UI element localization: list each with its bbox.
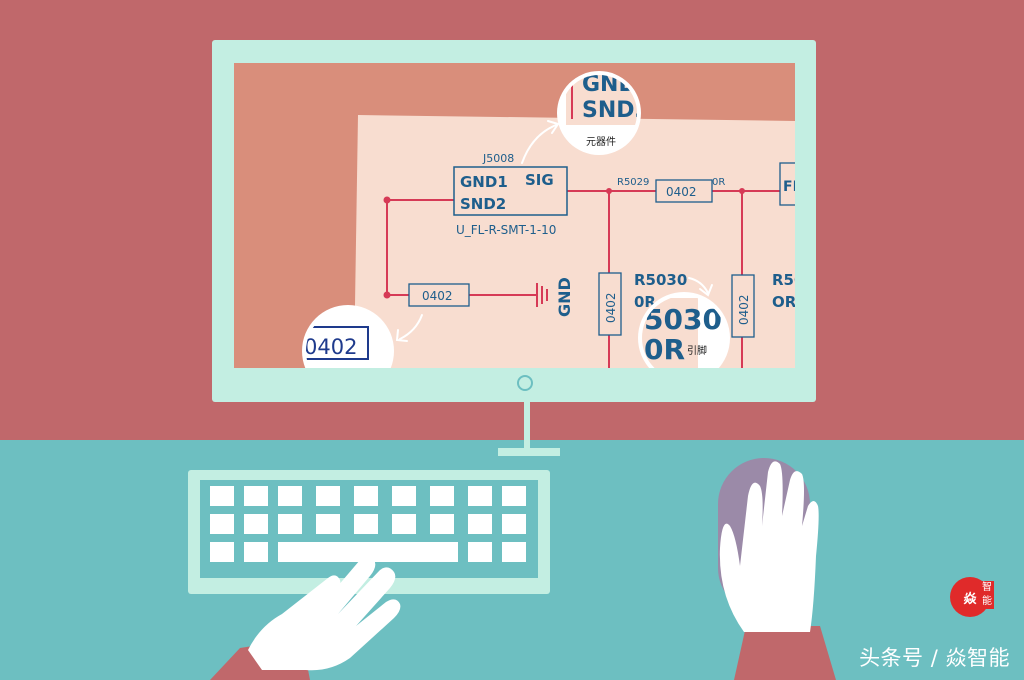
callout-component-line2: SND2	[582, 98, 650, 123]
monitor-screen: J5008 GND1 SIG SND2 U_FL-R-SMT-1-10 R502…	[234, 63, 795, 368]
keyboard-key[interactable]	[244, 542, 268, 562]
resistor-r5029-value: 0402	[666, 185, 697, 199]
r50x-value: OR	[772, 293, 795, 311]
keyboard-key[interactable]	[354, 486, 378, 506]
gnd-label: GND	[555, 277, 574, 317]
wires	[386, 190, 782, 368]
keyboard-key[interactable]	[430, 514, 454, 534]
logo-side: 智能	[980, 581, 994, 609]
keyboard-key[interactable]	[468, 514, 492, 534]
connector-ref: J5008	[482, 152, 514, 165]
left-hand-icon	[210, 556, 401, 680]
resistor-horizontal-value: 0402	[422, 289, 453, 303]
right-edge-box	[779, 162, 795, 206]
brand-logo: 焱 智能	[950, 577, 994, 617]
keyboard	[188, 470, 550, 594]
monitor-neck	[524, 402, 530, 450]
right-edge-label: FI	[783, 179, 795, 195]
callout-pin-caption: 引脚	[687, 344, 707, 357]
connector-box	[453, 166, 568, 216]
right-hand-icon	[719, 461, 836, 680]
keyboard-key[interactable]	[210, 514, 234, 534]
keyboard-key[interactable]	[278, 486, 302, 506]
pin-sig: SIG	[525, 171, 554, 189]
connector-part: U_FL-R-SMT-1-10	[456, 223, 556, 237]
resistor-r5029	[655, 179, 713, 203]
keyboard-keys[interactable]	[210, 486, 526, 562]
keyboard-key[interactable]	[468, 486, 492, 506]
junction-dot	[383, 196, 391, 204]
keyboard-svg	[188, 470, 550, 594]
resistor-vertical-2	[731, 274, 755, 338]
keyboard-key[interactable]	[502, 486, 526, 506]
junction-dot	[606, 188, 612, 194]
keyboard-key[interactable]	[502, 542, 526, 562]
resistor-r5029-ohms: 0R	[712, 177, 725, 188]
resistor-r5029-ref: R5029	[617, 177, 649, 188]
keyboard-key[interactable]	[354, 514, 378, 534]
keyboard-key[interactable]	[502, 514, 526, 534]
keyboard-key[interactable]	[430, 486, 454, 506]
keyboard-key[interactable]	[468, 542, 492, 562]
resistor-horizontal	[408, 283, 470, 307]
monitor-stand	[498, 448, 560, 456]
r50x-ref: R50	[772, 271, 795, 289]
callout-component: GND SND2 元器件	[557, 71, 650, 155]
callout-resistor-value: 0402	[304, 335, 357, 359]
callout-pin-line2: 0R	[644, 333, 685, 366]
keyboard-key[interactable]	[392, 514, 416, 534]
keyboard-key[interactable]	[244, 514, 268, 534]
pin-gnd1: GND1	[460, 173, 508, 191]
keyboard-key[interactable]	[244, 486, 268, 506]
keyboard-key[interactable]	[210, 542, 234, 562]
pin-snd2: SND2	[460, 195, 506, 213]
junction-dot	[739, 188, 745, 194]
junction-dot	[383, 291, 391, 299]
power-button-icon[interactable]	[517, 375, 533, 391]
keyboard-spacebar[interactable]	[278, 542, 458, 562]
callout-component-caption: 元器件	[586, 136, 616, 148]
keyboard-key[interactable]	[278, 514, 302, 534]
callout-pin: 5030 0R 引脚	[638, 292, 730, 368]
watermark-text: 头条号 / 焱智能	[859, 646, 1010, 670]
logo-char: 焱	[963, 591, 977, 607]
keyboard-key[interactable]	[392, 486, 416, 506]
callout-pin-line1: 5030	[644, 303, 722, 336]
keyboard-key[interactable]	[316, 514, 340, 534]
schematic-svg: J5008 GND1 SIG SND2 U_FL-R-SMT-1-10 R502…	[234, 63, 795, 368]
keyboard-key[interactable]	[316, 486, 340, 506]
callout-resistor: 0402 电阻	[302, 305, 394, 368]
callout-arrows	[395, 120, 713, 342]
resistor-vertical-1-value: 0402	[604, 292, 618, 323]
r5030-ref: R5030	[634, 271, 687, 289]
keyboard-key[interactable]	[210, 486, 234, 506]
resistor-vertical-1	[598, 272, 622, 336]
resistor-vertical-2-value: 0402	[737, 294, 751, 325]
